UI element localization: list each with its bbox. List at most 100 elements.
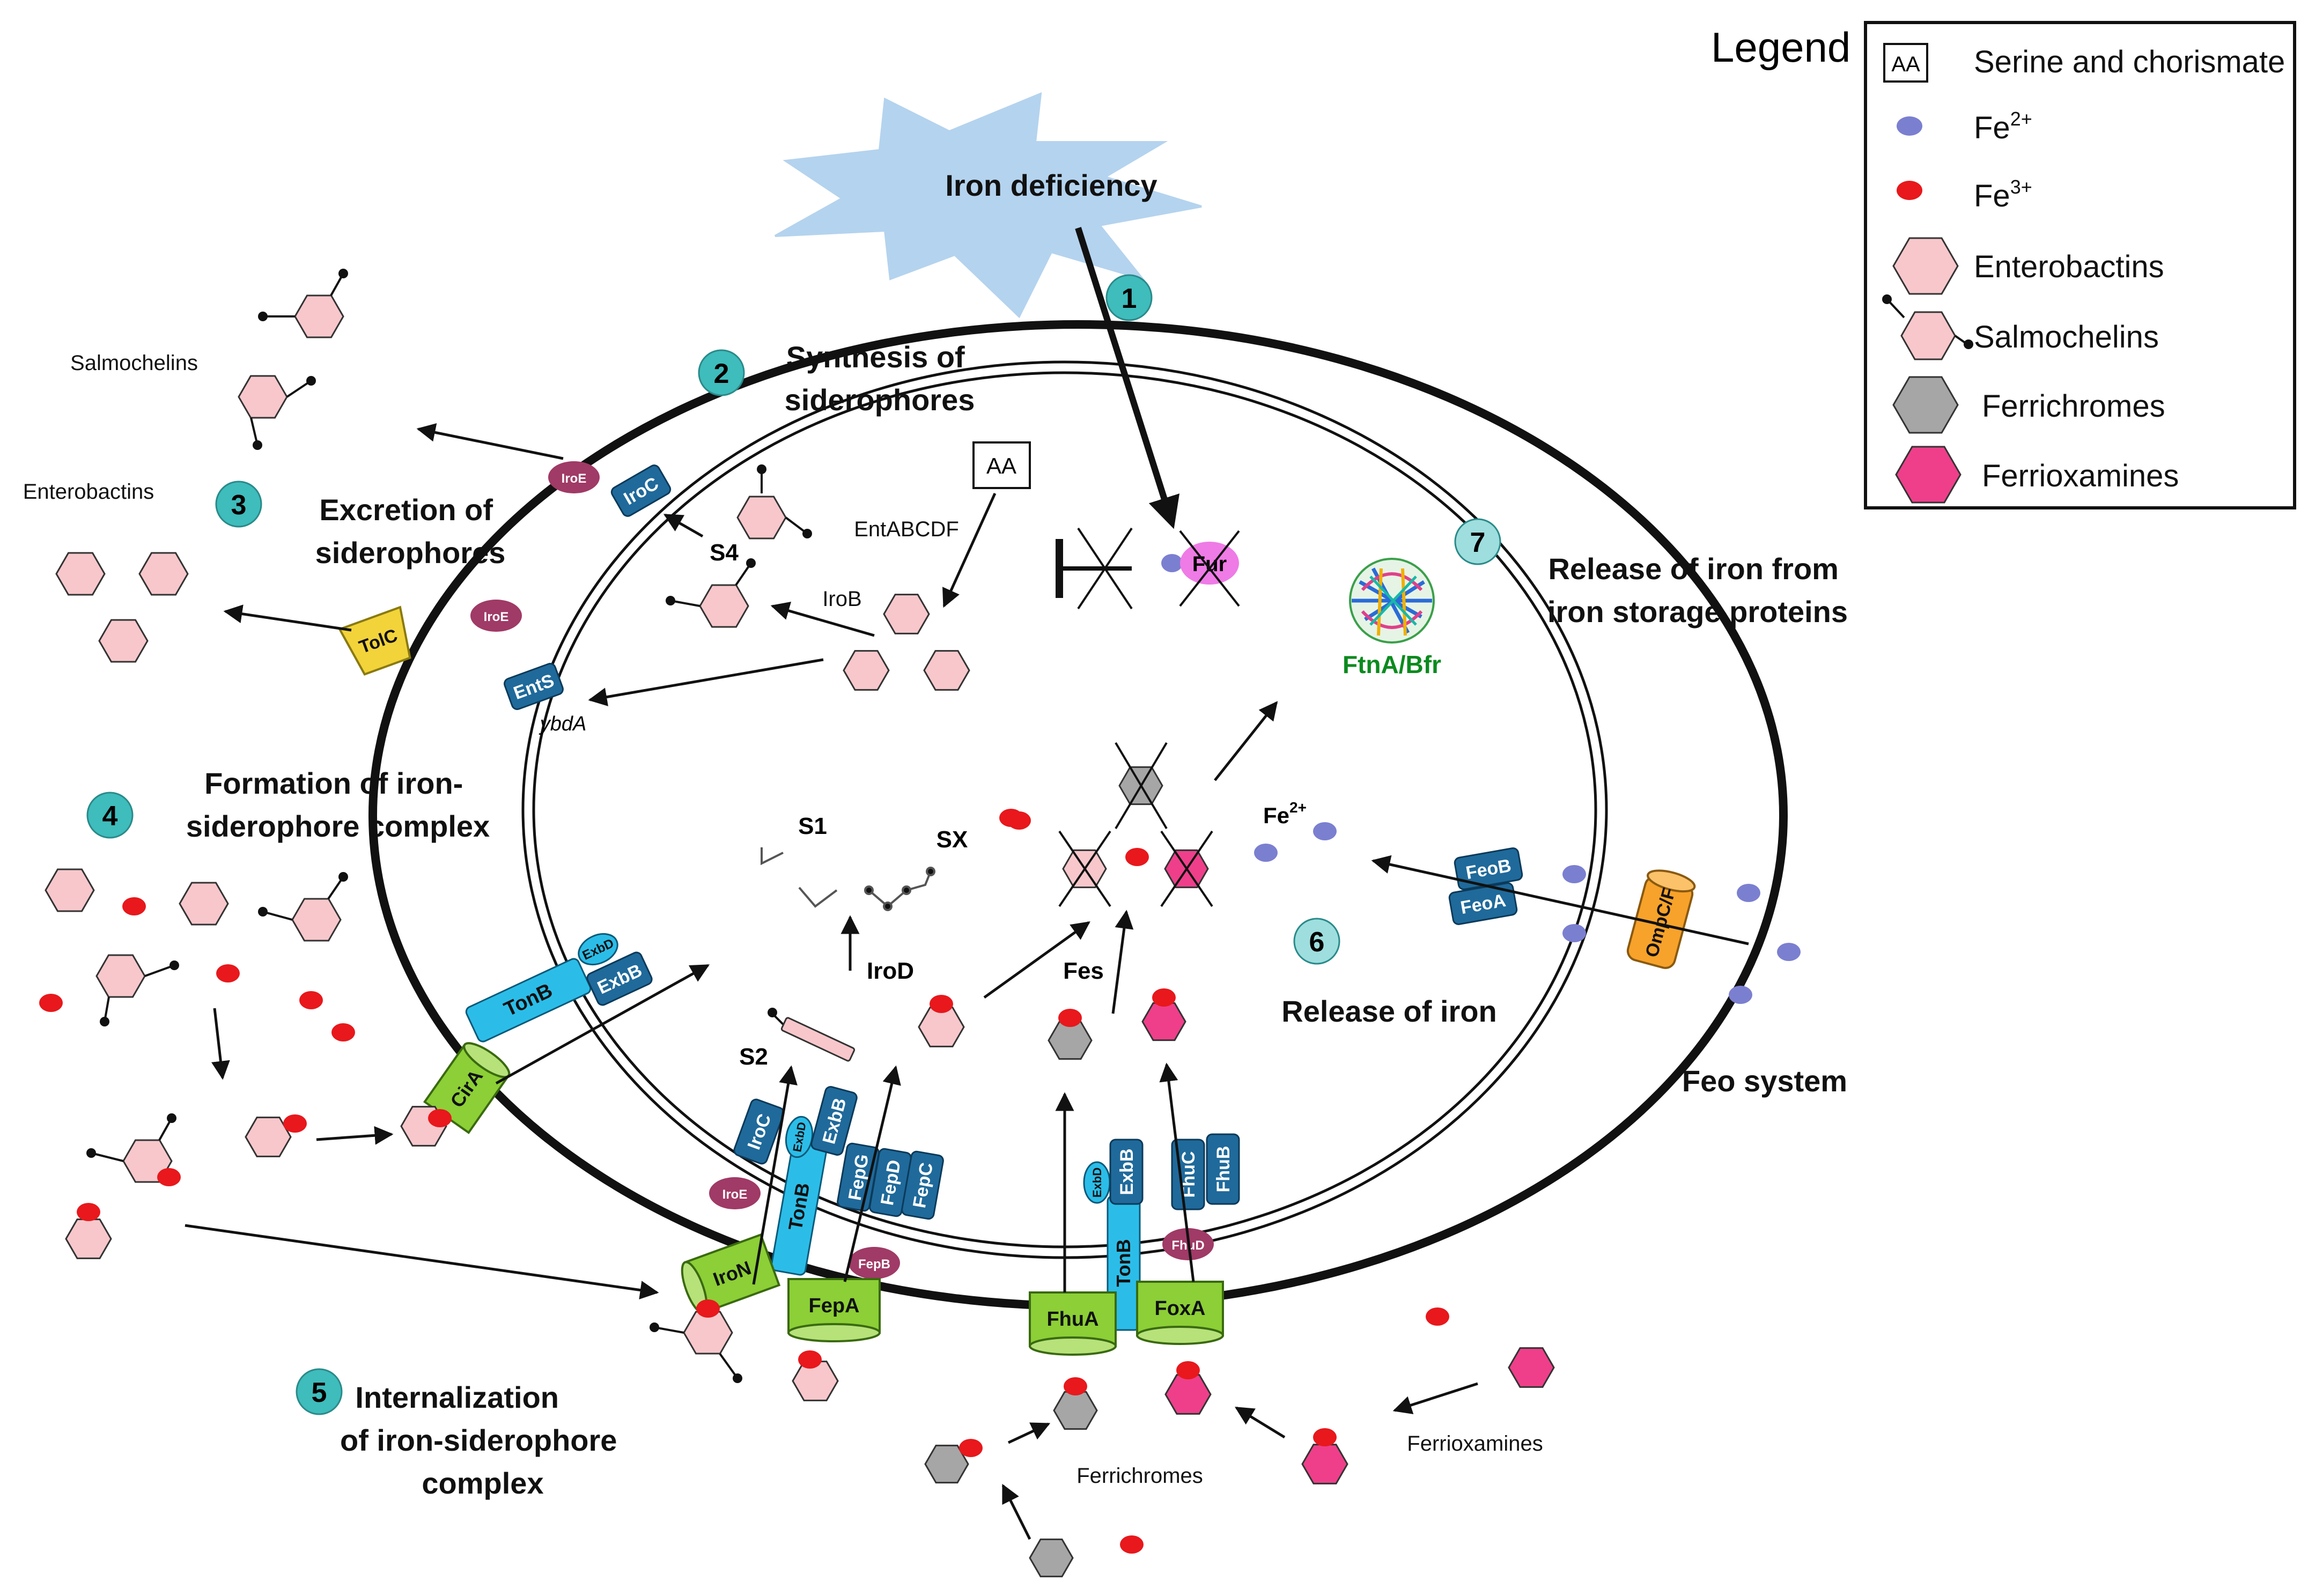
fe3-cyto-4 xyxy=(930,995,953,1013)
arrow-to-iron-receptor xyxy=(185,1224,659,1299)
arrow-to-cira xyxy=(316,1126,394,1145)
salmochelin-iron-1 xyxy=(683,1311,733,1355)
ferrioxamine-out-1 xyxy=(1164,1374,1212,1415)
foxa-label: FoxA xyxy=(1155,1297,1206,1320)
enterobactin-free-1 xyxy=(45,868,95,912)
arrow-excretion-enterobactins xyxy=(223,604,352,632)
fhub-transporter: FhuB xyxy=(1206,1133,1240,1205)
fe3-complex-4 xyxy=(77,1203,100,1221)
fepa-label: FepA xyxy=(809,1295,860,1317)
tolc-channel: TolC xyxy=(338,605,411,676)
step-4-number: 4 xyxy=(102,801,118,832)
fepd-transporter: FepD xyxy=(869,1148,912,1217)
salmochelin-peri-1-arm-b-end xyxy=(802,529,812,538)
ferrichrome-out-1 xyxy=(1053,1391,1098,1430)
salmochelin-cyto-1-arm-b-end xyxy=(746,558,756,568)
arrow-fepa-up xyxy=(843,1065,901,1282)
salmochelin-peri-1-arm-a-end xyxy=(757,464,766,474)
salmochelin-free-2-arm-a-end xyxy=(169,960,179,970)
fur-protein xyxy=(1180,542,1239,585)
legend-salmochelin-label: Salmochelins xyxy=(1974,320,2159,354)
exbb-bottom: ExbB xyxy=(810,1086,858,1156)
fe3-free-5 xyxy=(331,1023,355,1041)
fe3-degraded xyxy=(1125,848,1149,866)
step-5-badge: 5 xyxy=(296,1368,343,1415)
salmochelin-out-2-arm-a-end xyxy=(306,376,316,386)
fe3-fo-3 xyxy=(1426,1307,1449,1326)
legend-enterobactin-hex xyxy=(1892,237,1959,295)
fe3-complex-2 xyxy=(428,1109,452,1127)
tonb-bottom: TonB xyxy=(770,1137,828,1276)
s1-label: S1 xyxy=(798,813,827,839)
exbd-bottom: ExbD xyxy=(785,1115,814,1158)
sx-label: SX xyxy=(937,826,968,853)
irod-label: IroD xyxy=(867,958,914,984)
salmochelin-out-2-arm-a xyxy=(286,380,312,398)
fe2-out-1 xyxy=(1737,884,1760,902)
arrow-step4-down xyxy=(211,1008,230,1080)
fepb-label: FepB xyxy=(858,1257,890,1272)
siderophore-molecules xyxy=(39,269,1801,1578)
fe3-inner-1 xyxy=(1058,1009,1082,1027)
step-4-badge: 4 xyxy=(86,792,134,839)
legend-serine-label: Serine and chorismate xyxy=(1974,45,2285,79)
step-2-number: 2 xyxy=(714,358,729,389)
enterobactin-complex-1 xyxy=(245,1117,292,1157)
irob-label: IroB xyxy=(822,587,861,611)
exbb-right-label: ExbB xyxy=(1117,1149,1137,1195)
ompcf-porin: OmpC/F xyxy=(1626,869,1696,969)
step-5-number: 5 xyxy=(312,1377,327,1408)
iroe-top-protein: IroE xyxy=(548,461,600,493)
fe2-peri-2 xyxy=(1562,924,1586,942)
step-7-number: 7 xyxy=(1470,527,1486,558)
legend-fe3-dot xyxy=(1897,181,1922,200)
fe3-fo-1 xyxy=(1176,1361,1200,1379)
step-3-badge: 3 xyxy=(215,481,262,528)
salmochelin-complex-1-arm-a-end xyxy=(86,1148,96,1158)
arrow-ferrichrome-2 xyxy=(1001,1483,1031,1540)
salmochelin-out-1-arm-b-end xyxy=(338,269,348,278)
salmochelin-complex-1-arm-b-end xyxy=(167,1113,176,1123)
fe3-iron-1 xyxy=(696,1299,720,1318)
arrow-s2-up xyxy=(752,1065,798,1285)
ftna-bfr-label: FtnA/Bfr xyxy=(1343,651,1441,678)
arrow-to-storage xyxy=(1214,701,1278,781)
legend-ferrichrome-label: Ferrichromes xyxy=(1982,389,2165,424)
fe3-fo-2 xyxy=(1313,1428,1337,1446)
enterobactin-cyto-1 xyxy=(883,594,930,634)
legend-title: Legend xyxy=(1711,24,1850,71)
tonb-right-label: TonB xyxy=(1112,1239,1134,1287)
fes-label: Fes xyxy=(1063,958,1104,984)
feob-transporter: FeoB xyxy=(1454,847,1523,890)
fhub-label: FhuB xyxy=(1213,1146,1234,1193)
arrow-excretion-salmochelins xyxy=(416,423,564,460)
fhua-label: FhuA xyxy=(1046,1308,1098,1331)
step-1-number: 1 xyxy=(1122,283,1137,314)
cira-receptor: CirA xyxy=(423,1042,511,1134)
aa-box-label: AA xyxy=(986,453,1016,478)
enterobactin-cyto-3 xyxy=(923,650,970,691)
step-5-label: Internalization of iron-siderophore comp… xyxy=(340,1380,625,1500)
aa-box xyxy=(972,441,1031,489)
fe3-free-3 xyxy=(216,964,240,982)
fe3-fc-3 xyxy=(1120,1535,1144,1554)
salmochelin-free-1-arm-a-end xyxy=(258,907,268,917)
entabcdf-label: EntABCDF xyxy=(854,518,959,541)
salmochelin-free-1-arm-a xyxy=(262,911,293,921)
salmochelin-free-2 xyxy=(95,954,146,998)
salmochelin-iron-1-arm-b-end xyxy=(733,1373,742,1383)
arrow-to-ents xyxy=(588,658,824,706)
fe3-free-1 xyxy=(122,897,146,915)
salmochelin-iron-1-arm-b xyxy=(719,1353,739,1379)
salmochelin-cyto-1-arm-a xyxy=(670,600,700,607)
ferrioxamine-out-3 xyxy=(1508,1347,1555,1388)
fe3-complex-3 xyxy=(157,1168,181,1186)
enterobactins-label: Enterobactins xyxy=(23,480,154,504)
deficiency-to-fur-arrow xyxy=(1075,227,1180,529)
legend-fe3-label: Fe3+ xyxy=(1974,176,2032,213)
arrow-cira-inward xyxy=(495,964,710,1085)
fe2-out-2 xyxy=(1777,943,1801,961)
arrow-ferrioxamine-1 xyxy=(1235,1406,1286,1439)
step-3-number: 3 xyxy=(231,490,247,521)
iroe-top-label: IroE xyxy=(562,471,587,486)
